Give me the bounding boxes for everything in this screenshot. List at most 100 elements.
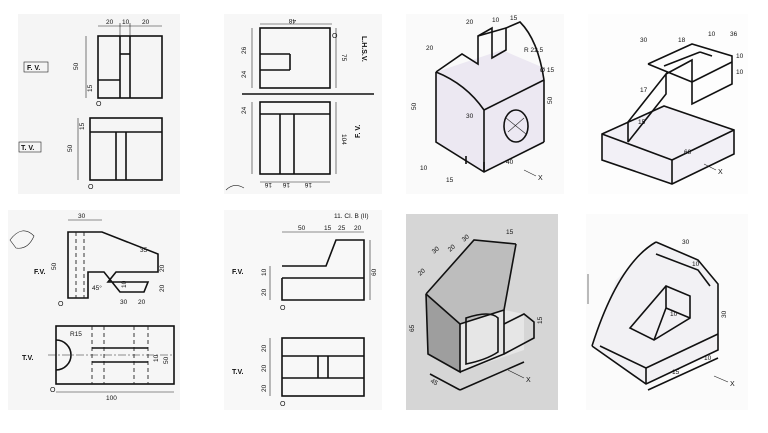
dim-b3: 16 [304,181,312,188]
dim-f: 20 [261,288,268,296]
dim-d3: 24 [241,106,248,114]
drawing-4: 30 18 10 36 10 10 17 15 68 X [588,14,748,194]
dim-d4: 75 [340,54,347,62]
drawing-5: 30 35 20 50 20 30 20 45° 10 F.V. O R15 1… [8,210,180,410]
dim-d1: 26 [241,46,248,54]
dim-i: 20 [261,364,268,372]
drawing-1: 20 10 20 50 15 O F. V. 50 15 O T. V. [18,14,180,194]
top-view-label: T.V. [22,355,33,362]
dim-j: 20 [261,384,268,392]
axis-x-3: X [538,175,543,182]
dim-g: 30 [466,113,474,120]
dim-c: 10 [692,261,700,268]
dim-e: 20 [159,284,166,292]
side-label-top: L.H.S.V. [360,36,367,62]
dim-b: 20 [447,243,457,253]
dim-h: 45 [429,378,439,388]
dim-e: 10 [736,53,744,60]
dim-t-h1: 15 [79,122,86,130]
dim-b: 30 [721,310,728,318]
dim-g: 45° [92,284,102,292]
dim-d: 36 [730,31,738,38]
dim-d: 10 [670,311,678,318]
origin-2: O [332,33,338,40]
drawing-6: 11. CI. B (II) 50 15 25 20 10 20 60 F.V.… [224,210,382,410]
dim-h: 15 [638,119,646,126]
dim-f: 65 [409,324,416,332]
origin-fv: O [58,301,64,308]
front-view-label: F. V. [27,65,40,72]
dim-b: 35 [140,247,148,254]
dim-e: R 22.5 [524,47,544,54]
dim-w3: 20 [142,19,150,26]
dim-f: 30 [120,299,128,306]
axis-x-7: X [526,377,531,384]
top-view-label: T.V. [232,369,243,376]
dim-w2: 10 [122,19,130,26]
dim-e: 15 [506,229,514,236]
dim-j: 10 [420,165,428,172]
dim-h: 10 [121,280,128,288]
dim-c: 25 [338,225,346,232]
dim-a: 30 [431,245,441,255]
dim-d: 15 [510,15,518,22]
dim-top: 48 [288,17,296,24]
dim-e: 15 [672,369,680,376]
drawing-8: 30 30 10 10 15 10 X [586,214,748,410]
dim-e: 10 [261,268,268,276]
top-view-label: T. V. [21,145,34,152]
dim-c: 10 [492,17,500,24]
axis-x-4: X [718,169,723,176]
corner-text: 11. CI. B (II) [334,213,369,220]
dim-d: 20 [417,267,427,277]
dim-i: 68 [684,149,692,156]
dim-i: 10 [153,354,160,362]
dim-l: 50 [547,96,554,104]
dim-i: 40 [506,159,514,166]
dim-t-h2: 50 [67,144,74,152]
dim-h2: 15 [87,84,94,92]
dim-b: 18 [678,37,686,44]
dim-c: 30 [461,233,471,243]
dim-d: 20 [354,225,362,232]
side-label-bottom: F. V. [355,125,362,138]
dim-a: 50 [298,225,306,232]
dim-f: Ø 15 [540,67,554,74]
dim-c: 20 [159,264,166,272]
drawing-2: 48 26 24 75 L.H.S.V. 24 104 F. V. 16 16 … [224,14,382,194]
drawing-7: 30 20 30 20 15 65 15 45 X [406,214,558,410]
dim-d2: 24 [241,70,248,78]
dim-c: 10 [708,31,716,38]
dim-d5: 104 [340,134,347,145]
dim-h1: 50 [73,62,80,70]
dim-k: 100 [106,395,117,402]
dim-f: 10 [704,355,712,362]
dim-r: R15 [70,331,82,338]
dim-g: 60 [371,268,378,276]
front-view-label: F.V. [34,269,45,276]
dim-a: 20 [426,45,434,52]
dim-a: 30 [682,239,690,246]
dim-b2: 16 [282,181,290,188]
dim-g: 15 [537,316,544,324]
dim-b: 20 [466,19,474,26]
dim-j: 50 [163,356,170,364]
origin-tv: O [280,401,286,408]
dim-a: 30 [640,37,648,44]
dim-f: 10 [736,69,744,76]
dim-w1: 20 [106,19,114,26]
dim-l: 20 [138,299,146,306]
axis-x-8: X [730,381,735,388]
dim-g: 17 [640,87,648,94]
dim-a: 30 [78,213,86,220]
dim-b: 15 [324,225,332,232]
origin-fv: O [280,305,286,312]
origin-tv: O [88,184,94,191]
dim-b1: 16 [264,181,272,188]
origin-fv: O [96,101,102,108]
drawing-3: 20 20 10 15 R 22.5 Ø 15 30 50 40 10 15 5… [406,14,564,194]
dim-d: 50 [51,262,58,270]
front-view-label: F.V. [232,269,243,276]
dim-h: 50 [411,102,418,110]
dim-k: 15 [446,177,454,184]
